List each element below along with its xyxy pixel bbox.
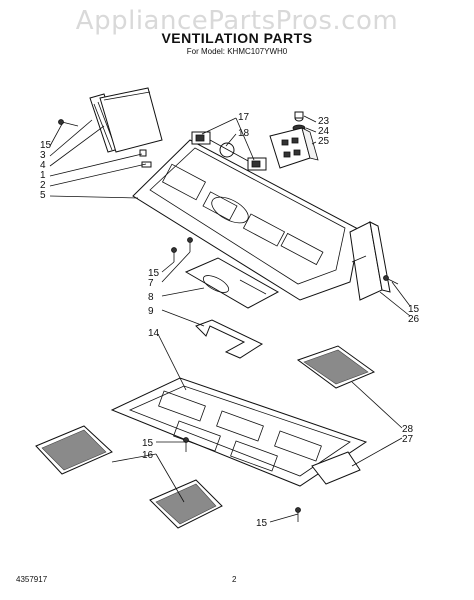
watermark: AppliancePartsPros.com bbox=[75, 6, 399, 36]
callout-label: 15 bbox=[256, 518, 268, 529]
callout-label: 25 bbox=[318, 136, 330, 147]
callout-label: 24 bbox=[318, 126, 330, 137]
grease-filter bbox=[35, 425, 113, 475]
callout-label: 3 bbox=[40, 150, 46, 161]
side-duct bbox=[349, 221, 391, 301]
screw bbox=[171, 237, 193, 262]
callout-label: 5 bbox=[40, 190, 46, 201]
screw bbox=[383, 275, 399, 285]
callout-labels: 15 3 4 1 2 5 17 18 23 24 25 15 7 8 9 14 … bbox=[40, 112, 420, 529]
leader-lines bbox=[49, 115, 411, 523]
capacitor-block bbox=[269, 127, 319, 169]
callout-label: 15 bbox=[40, 140, 52, 151]
document-number: 4357917 bbox=[16, 575, 48, 584]
screw bbox=[183, 437, 301, 522]
callout-label: 28 bbox=[402, 424, 414, 435]
clip bbox=[139, 149, 152, 168]
bottom-plate bbox=[110, 377, 368, 487]
callout-label: 2 bbox=[40, 180, 46, 191]
callout-label: 18 bbox=[238, 128, 250, 139]
callout-label: 15 bbox=[148, 268, 160, 279]
callout-label: 26 bbox=[408, 314, 420, 325]
charcoal-filter bbox=[296, 345, 376, 389]
thermal-cutoff bbox=[191, 131, 267, 171]
page-number: 2 bbox=[232, 575, 237, 584]
callout-label: 8 bbox=[148, 292, 154, 303]
callout-label: 17 bbox=[238, 112, 250, 123]
callout-label: 7 bbox=[148, 278, 154, 289]
page-title: VENTILATION PARTS bbox=[161, 30, 313, 46]
callout-label: 1 bbox=[40, 170, 46, 181]
callout-label: 4 bbox=[40, 160, 46, 171]
callout-label: 15 bbox=[408, 304, 420, 315]
model-subtitle: For Model: KHMC107YWH0 bbox=[186, 47, 288, 56]
gasket bbox=[195, 319, 264, 359]
callout-label: 15 bbox=[142, 438, 154, 449]
grease-filter bbox=[149, 479, 223, 529]
callout-label: 14 bbox=[148, 328, 160, 339]
callout-label: 23 bbox=[318, 116, 330, 127]
louver-plate bbox=[184, 257, 280, 309]
callout-label: 27 bbox=[402, 434, 414, 445]
filter-frame bbox=[311, 451, 361, 485]
damper-door bbox=[99, 87, 163, 153]
cap bbox=[292, 111, 306, 132]
screw bbox=[58, 119, 79, 127]
callout-label: 9 bbox=[148, 306, 154, 317]
callout-label: 16 bbox=[142, 450, 154, 461]
